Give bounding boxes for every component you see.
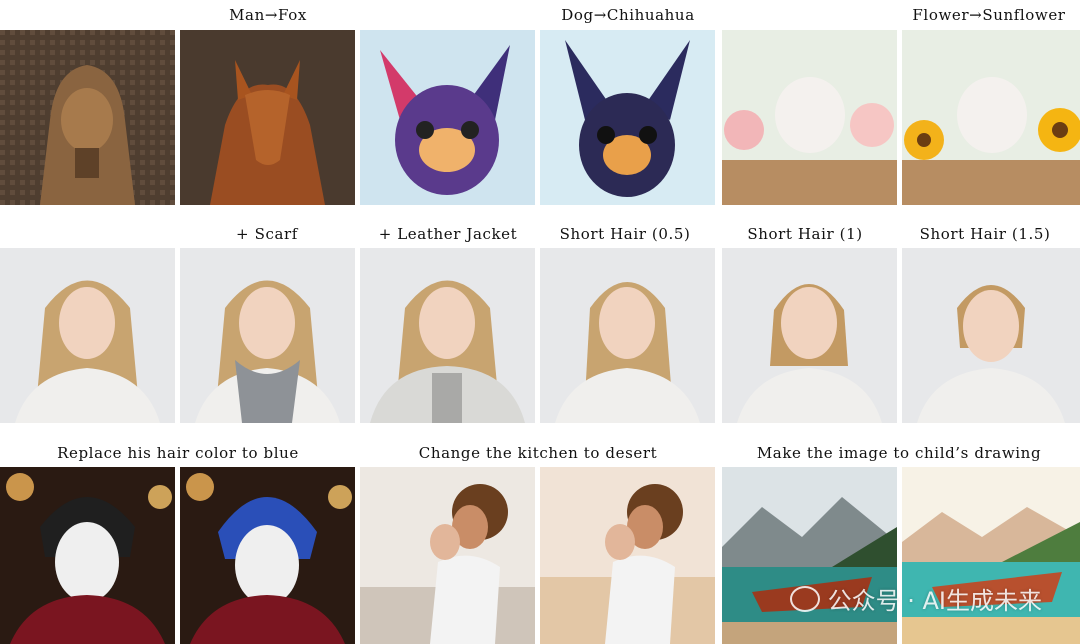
caption-flower-sunflower: Flower→Sunflower	[912, 6, 1066, 24]
caption-short-hair-1: Short Hair (1)	[747, 225, 863, 243]
image-woman-original	[0, 248, 175, 423]
image-dog-chihuahua	[540, 30, 715, 205]
image-lake-drawing	[902, 467, 1080, 644]
wechat-icon	[789, 585, 820, 612]
image-woman-short-hair-1	[722, 248, 897, 423]
watermark: 公众号 · AI生成未来	[789, 581, 1042, 616]
caption-kitchen-desert: Change the kitchen to desert	[418, 444, 658, 462]
watermark-text: 公众号 · AI生成未来	[827, 587, 1042, 615]
image-cat-sunflowers	[902, 30, 1080, 205]
image-mother-kitchen	[360, 467, 535, 644]
image-woman-short-hair-0-5	[540, 248, 715, 423]
image-woman-scarf	[180, 248, 355, 423]
image-dog-original	[360, 30, 535, 205]
caption-man-fox: Man→Fox	[229, 6, 307, 24]
image-joker-original	[0, 467, 175, 644]
caption-childs-drawing: Make the image to child’s drawing	[756, 444, 1042, 462]
caption-blue-hair: Replace his hair color to blue	[57, 444, 299, 462]
caption-scarf: + Scarf	[236, 225, 298, 243]
image-mother-desert	[540, 467, 715, 644]
image-pharaoh-fox	[180, 30, 355, 205]
image-cat-flowers	[722, 30, 897, 205]
image-lake-photo	[722, 467, 897, 644]
caption-dog-chihuahua: Dog→Chihuahua	[561, 6, 695, 24]
image-woman-short-hair-1-5	[902, 248, 1080, 423]
image-joker-blue-hair	[180, 467, 355, 644]
caption-short-hair-1-5: Short Hair (1.5)	[919, 225, 1051, 243]
image-pharaoh-original	[0, 30, 175, 205]
caption-leather-jacket: + Leather Jacket	[378, 225, 518, 243]
caption-short-hair-0-5: Short Hair (0.5)	[559, 225, 691, 243]
image-woman-jacket	[360, 248, 535, 423]
